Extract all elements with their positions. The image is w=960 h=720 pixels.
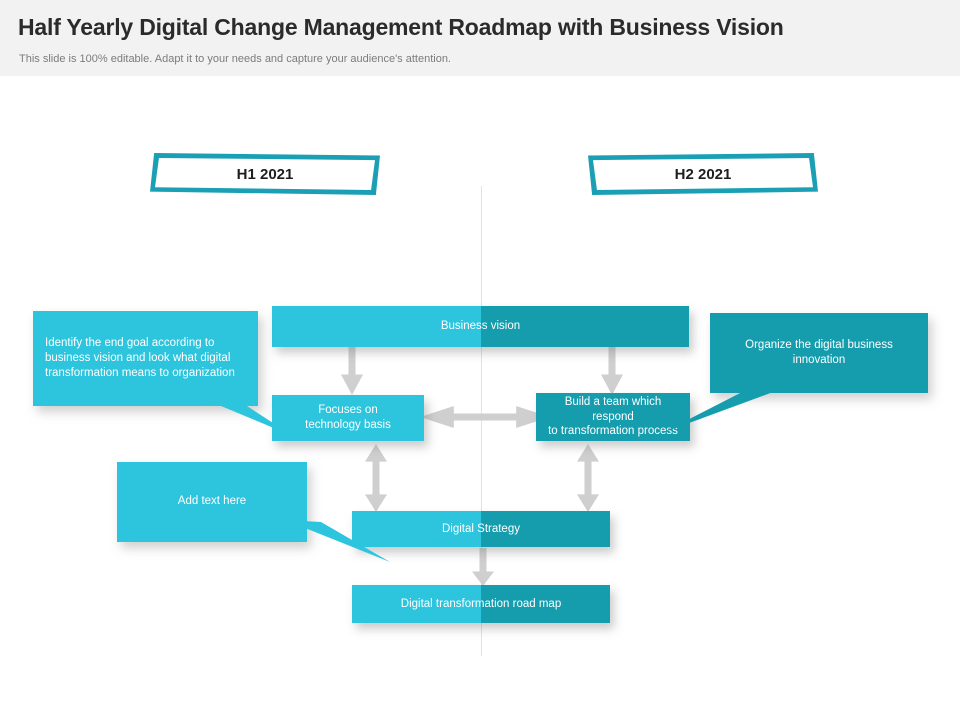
arrow-focuses-to-build-team	[420, 406, 550, 428]
arrow-business-vision-to-build-team	[601, 341, 623, 395]
callout-organize-label: Organize the digital business innovation	[745, 338, 893, 366]
callout-identify-end-goal-label: Identify the end goal according to busin…	[45, 336, 235, 380]
node-business-vision-fill	[272, 306, 689, 347]
callout-add-text-here-tail	[285, 520, 390, 562]
callout-identify-end-goal[interactable]: Identify the end goal according to busin…	[33, 311, 293, 436]
node-roadmap-fill	[352, 585, 610, 623]
callout-identify-end-goal-tail	[185, 391, 293, 436]
node-roadmap-label: Digital transformation road map	[400, 597, 562, 610]
timeline-banner-h1[interactable]: H1 2021	[150, 153, 386, 203]
arrow-focuses-to-digital-strategy	[365, 444, 387, 512]
banner-fill-h1	[155, 158, 375, 190]
timeline-banner-h2-label: H2 2021	[674, 165, 732, 183]
header-band	[0, 0, 960, 76]
banner-fill-h2	[593, 158, 813, 190]
node-focuses-on-technology-basis[interactable]: Focuses on technology basis	[272, 395, 424, 441]
callout-add-text-here[interactable]: Add text here	[117, 462, 390, 562]
node-build-a-team-label: Build a team which respond to transforma…	[548, 395, 678, 438]
page-title: Half Yearly Digital Change Management Ro…	[18, 14, 784, 40]
timeline-banner-h2[interactable]: H2 2021	[588, 153, 824, 203]
node-focuses-fill	[272, 395, 424, 441]
callout-organize-tail	[662, 385, 792, 433]
node-digital-strategy-label: Digital Strategy	[442, 522, 520, 535]
arrow-digital-strategy-to-roadmap	[472, 548, 494, 586]
arrow-build-team-to-digital-strategy	[577, 444, 599, 512]
node-build-a-team[interactable]: Build a team which respond to transforma…	[536, 393, 690, 441]
callout-add-text-here-label: Add text here	[177, 495, 247, 508]
node-business-vision-label: Business vision	[440, 320, 521, 333]
callout-identify-end-goal-body: Identify the end goal according to busin…	[33, 311, 258, 406]
node-digital-strategy-fill	[352, 511, 610, 547]
node-business-vision[interactable]: Business vision	[272, 306, 689, 347]
callout-add-text-here-body: Add text here	[117, 462, 307, 542]
callout-organize-body: Organize the digital business innovation	[710, 313, 928, 393]
timeline-divider	[481, 186, 482, 656]
node-digital-transformation-road-map[interactable]: Digital transformation road map	[352, 585, 610, 623]
arrow-business-vision-to-focuses	[341, 341, 363, 395]
timeline-banner-h1-label: H1 2021	[236, 165, 294, 183]
node-digital-strategy[interactable]: Digital Strategy	[352, 511, 610, 547]
callout-organize-digital-business-innovation[interactable]: Organize the digital business innovation	[662, 313, 928, 433]
page-subtitle: This slide is 100% editable. Adapt it to…	[19, 53, 451, 65]
node-build-a-team-fill	[536, 393, 690, 441]
node-focuses-label: Focuses on technology basis	[305, 404, 391, 431]
